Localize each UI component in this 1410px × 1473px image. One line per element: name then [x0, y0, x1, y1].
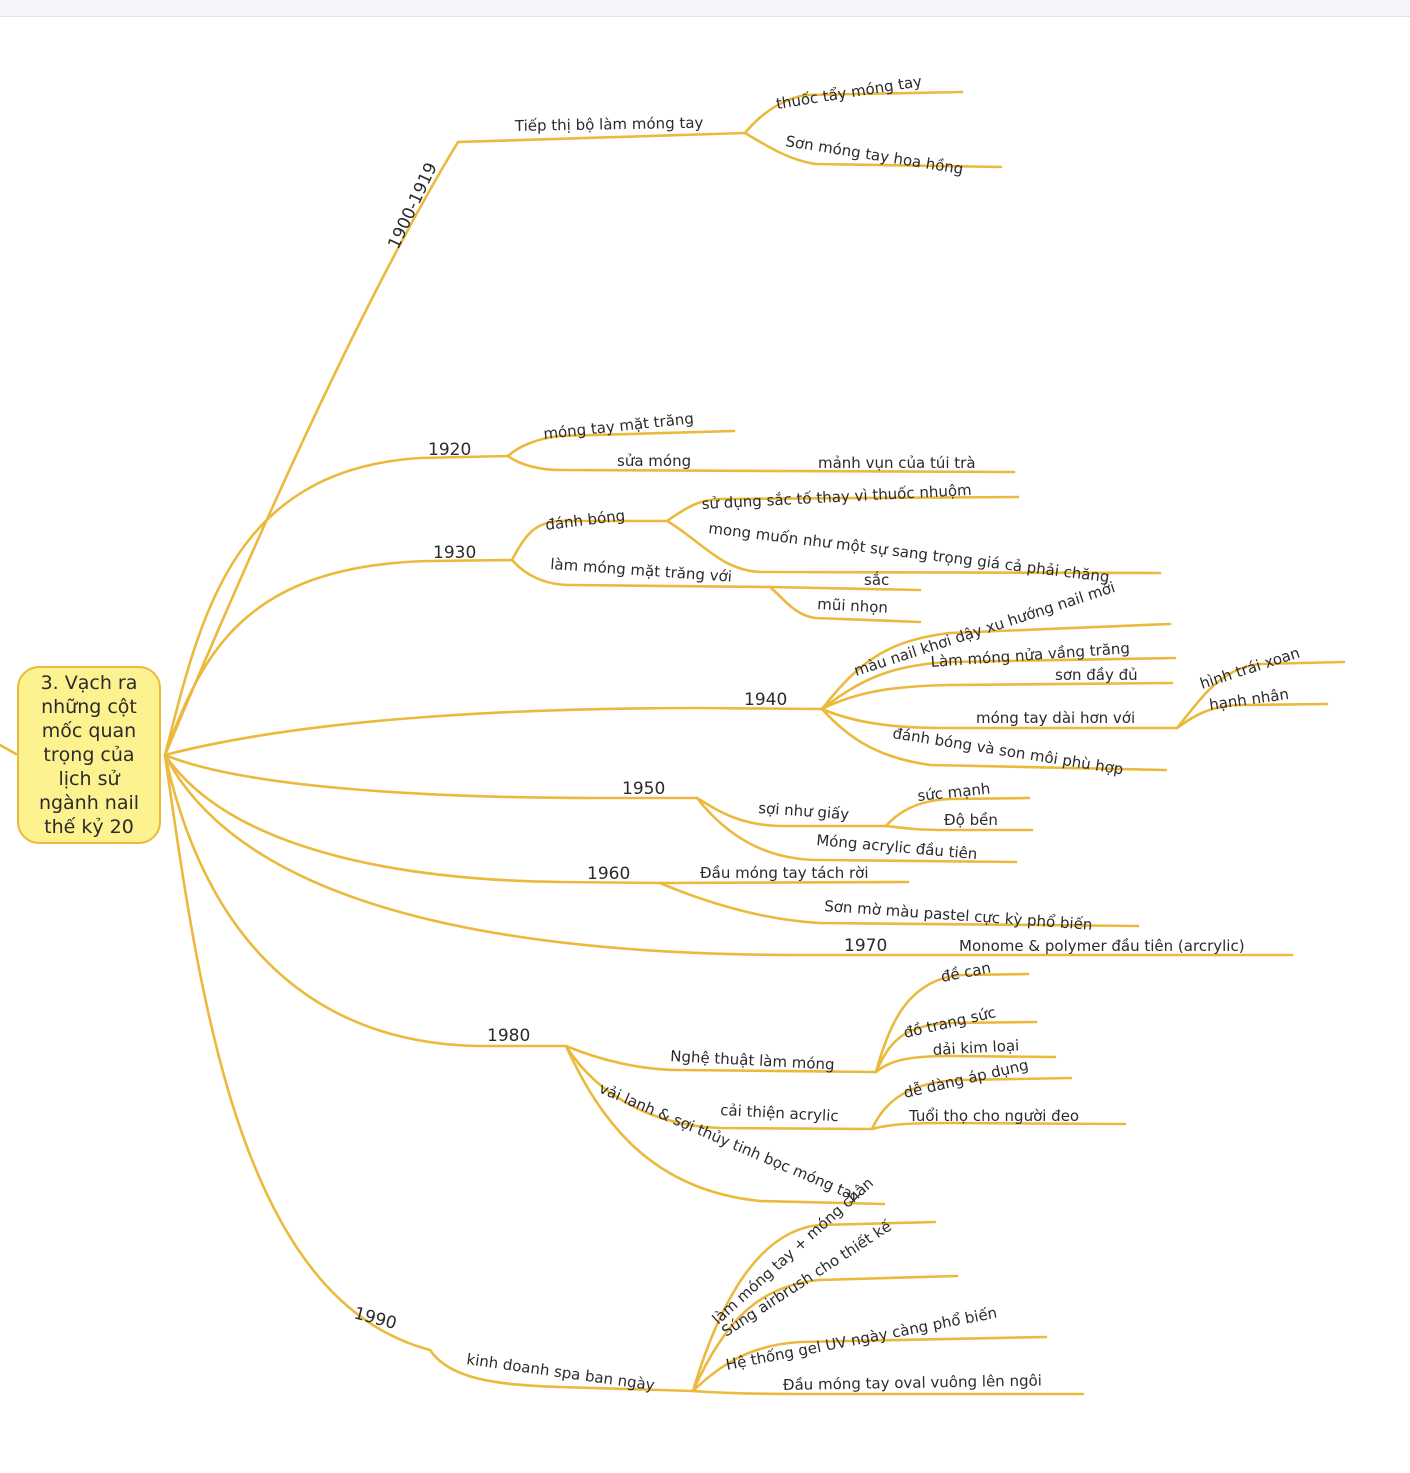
line-hanh-nhan	[1175, 702, 1329, 730]
label-sang-trong[interactable]: mong muốn như một sự sang trọng giá cả p…	[708, 519, 1111, 586]
line-acrylic-dau-tien	[695, 796, 1018, 864]
label-tach-roi[interactable]: Đầu móng tay tách rời	[700, 864, 869, 882]
line-son-moi	[820, 707, 1168, 772]
label-year-1950[interactable]: 1950	[622, 779, 665, 799]
line-1940	[163, 706, 824, 757]
line-pastel	[658, 881, 1140, 928]
line-1930	[163, 558, 514, 757]
label-sac-to[interactable]: sử dụng sắc tố thay vì thuốc nhuộm	[701, 481, 972, 513]
branch-lines	[0, 90, 1346, 1396]
line-1990	[163, 753, 695, 1393]
line-suc-manh	[884, 796, 1031, 828]
line-de-dang	[870, 1076, 1073, 1131]
root-stub-line	[0, 743, 18, 756]
label-de-can[interactable]: đề can	[939, 959, 992, 986]
toolbar-strip	[0, 0, 1410, 17]
line-vai-lanh	[564, 1044, 886, 1206]
label-mat-trang-voi[interactable]: làm móng mặt trăng với	[550, 555, 733, 586]
label-son-moi[interactable]: đánh bóng và son môi phù hợp	[891, 724, 1124, 778]
branch-labels: 1900-1919 1920 1930 1940 1950 1960 1970 …	[352, 72, 1302, 1394]
line-danh-bong	[510, 519, 669, 562]
label-monome[interactable]: Monome & polymer đầu tiên (arcrylic)	[959, 937, 1245, 955]
line-1960	[163, 753, 662, 885]
line-sang-trong	[665, 519, 1162, 575]
label-year-1900-1919[interactable]: 1900-1919	[384, 160, 441, 252]
line-cai-thien	[564, 1044, 874, 1131]
line-sac-to	[665, 495, 1020, 523]
line-de-can	[874, 972, 1030, 1074]
label-dai-hon[interactable]: móng tay dài hơn với	[976, 709, 1135, 727]
label-do-ben[interactable]: Độ bền	[944, 811, 998, 829]
label-oval-vuong[interactable]: Đầu móng tay oval vuông lên ngôi	[783, 1371, 1042, 1394]
line-tay-chan	[691, 1220, 937, 1393]
label-manh-vun[interactable]: mảnh vụn của túi trà	[818, 454, 976, 472]
root-topic-label: 3. Vạch ra những cột mốc quan trọng của …	[38, 672, 140, 838]
line-airbrush	[691, 1274, 959, 1393]
label-son-day-du[interactable]: sơn đầy đủ	[1055, 666, 1138, 684]
label-suc-manh[interactable]: sức mạnh	[917, 779, 992, 805]
line-1950	[163, 753, 699, 800]
label-year-1920[interactable]: 1920	[428, 440, 471, 460]
line-soi-giay	[695, 796, 888, 828]
line-trai-xoan	[1175, 660, 1346, 730]
root-topic[interactable]: 3. Vạch ra những cột mốc quan trọng của …	[17, 666, 161, 844]
line-son-hoa-hong	[743, 131, 1003, 169]
label-year-1980[interactable]: 1980	[487, 1026, 530, 1046]
label-year-1940[interactable]: 1940	[744, 690, 787, 710]
label-thuoc-tay[interactable]: thuốc tẩy móng tay	[775, 72, 923, 113]
label-pastel[interactable]: Sơn mờ màu pastel cực kỳ phổ biến	[824, 897, 1093, 934]
label-tiep-thi[interactable]: Tiếp thị bộ làm móng tay	[514, 114, 704, 135]
label-son-hoa-hong[interactable]: Sơn móng tay hoa hồng	[784, 132, 964, 178]
line-1970	[163, 753, 927, 957]
label-vai-lanh[interactable]: vải lanh & sợi thủy tinh bọc móng tay	[596, 1079, 863, 1206]
line-oval-vuong	[691, 1389, 1085, 1396]
label-danh-bong[interactable]: đánh bóng	[544, 506, 626, 534]
line-sac	[768, 585, 922, 592]
line-son-day-du	[820, 681, 1174, 711]
label-cai-thien[interactable]: cải thiện acrylic	[720, 1101, 839, 1125]
label-kim-loai[interactable]: dải kim loại	[932, 1036, 1019, 1059]
line-sua-mong	[506, 454, 1016, 474]
label-year-1970[interactable]: 1970	[844, 936, 887, 956]
line-thuoc-tay	[743, 90, 964, 135]
line-mat-trang	[506, 429, 736, 458]
line-mau-nail	[820, 622, 1172, 711]
label-sac[interactable]: sắc	[864, 571, 889, 589]
label-sua-mong[interactable]: sửa móng	[617, 452, 691, 470]
label-soi-giay[interactable]: sợi như giấy	[758, 799, 850, 823]
line-gel-uv	[691, 1335, 1048, 1393]
line-dai-hon	[820, 707, 1179, 730]
line-do-ben	[884, 824, 1034, 832]
label-acrylic-dau-tien[interactable]: Móng acrylic đầu tiên	[816, 831, 978, 863]
label-tuoi-tho[interactable]: Tuổi thọ cho người đeo	[908, 1107, 1079, 1125]
line-1980	[163, 753, 568, 1048]
line-tuoi-tho	[870, 1121, 1127, 1131]
line-tach-roi	[658, 880, 910, 885]
line-mat-trang-voi	[510, 558, 772, 589]
line-nua-vang-trang	[820, 656, 1177, 711]
line-mui-nhon	[768, 585, 922, 624]
line-1920	[163, 454, 510, 757]
line-trang-suc	[874, 1020, 1038, 1074]
line-nghe-thuat	[564, 1044, 878, 1074]
label-mat-trang[interactable]: móng tay mặt trăng	[543, 409, 695, 443]
label-hanh-nhan[interactable]: hạnh nhân	[1208, 685, 1290, 714]
label-year-1930[interactable]: 1930	[433, 543, 476, 563]
label-trang-suc[interactable]: đồ trang sức	[902, 1003, 998, 1042]
label-mui-nhon[interactable]: mũi nhọn	[817, 595, 889, 617]
label-year-1960[interactable]: 1960	[587, 864, 630, 884]
label-year-1990[interactable]: 1990	[352, 1304, 399, 1335]
line-kim-loai	[874, 1054, 1057, 1074]
